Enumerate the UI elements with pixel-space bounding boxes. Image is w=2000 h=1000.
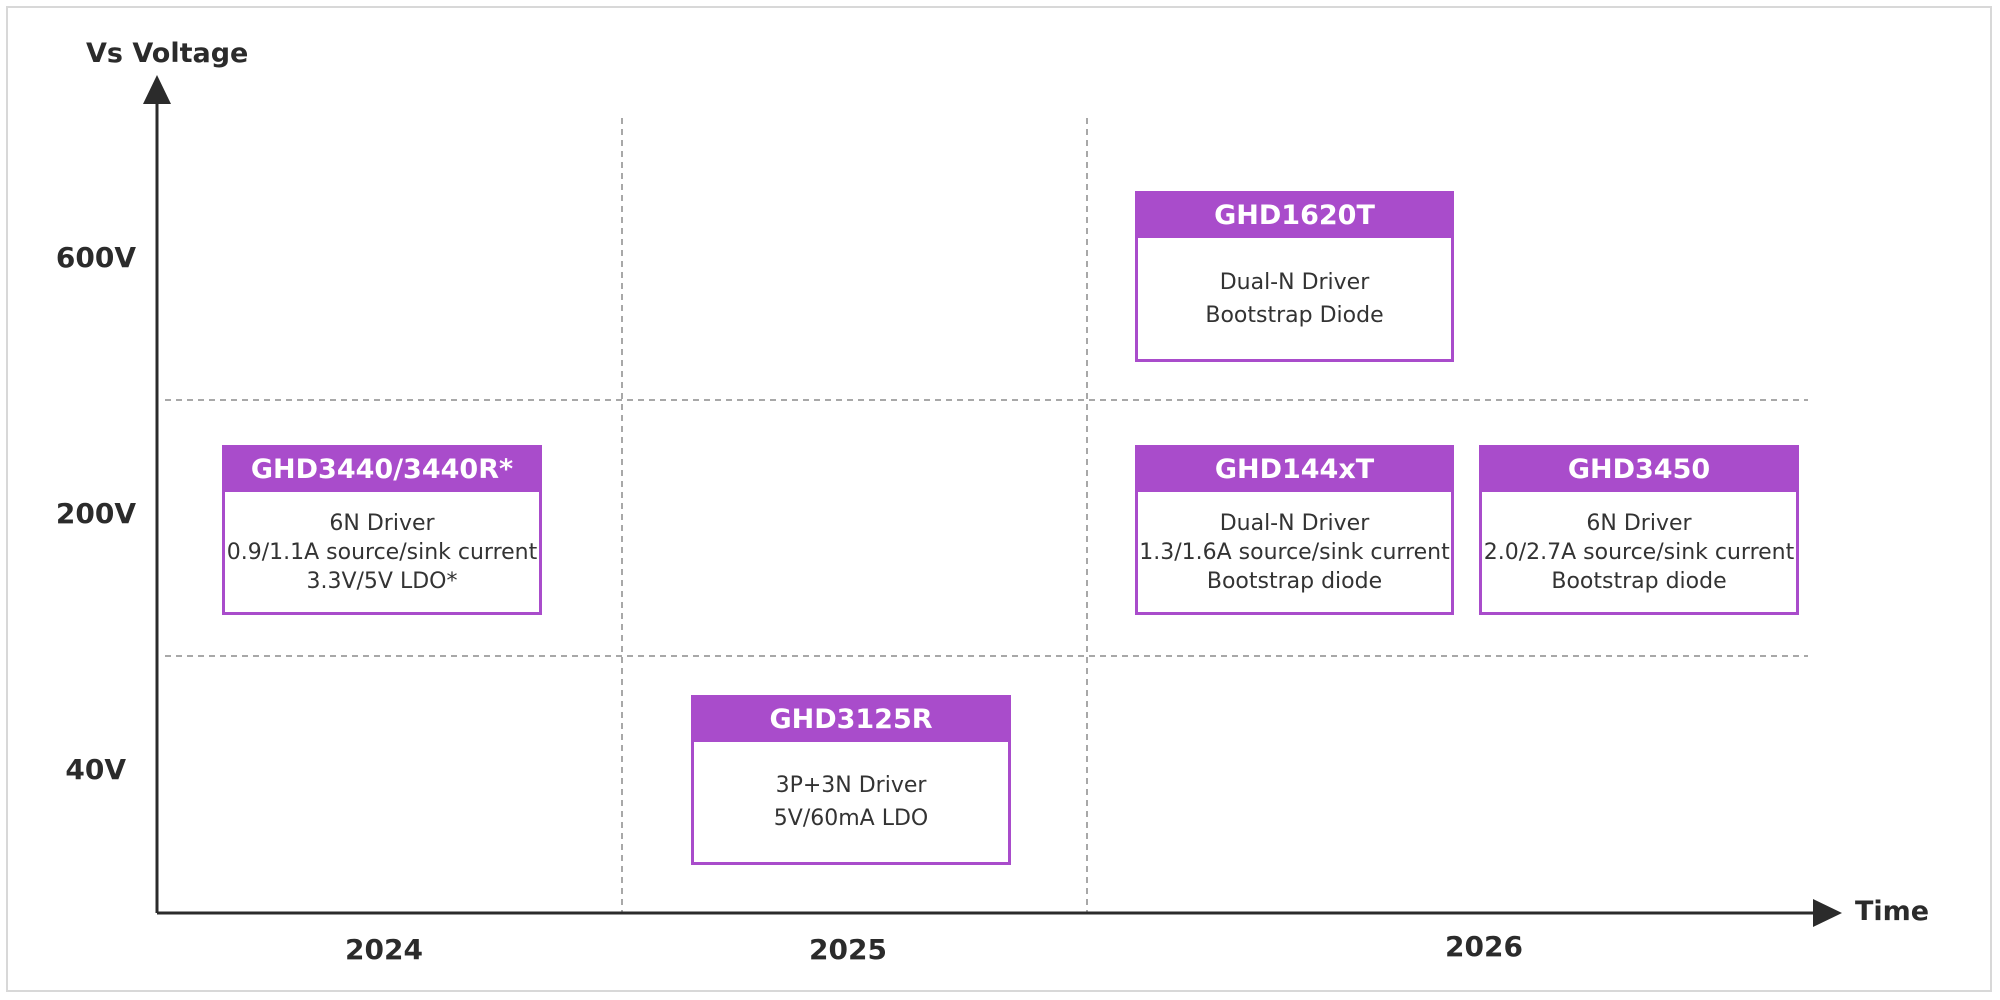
feature-line: Bootstrap diode	[1206, 568, 1383, 594]
product-name: GHD3125R	[694, 698, 1008, 742]
y-tick-200v: 200V	[55, 497, 136, 530]
x-axis-title: Time	[1855, 896, 1930, 927]
feature-line: Bootstrap diode	[1551, 568, 1727, 594]
product-features: 6N Driver 0.9/1.1A source/sink current 3…	[225, 492, 539, 612]
feature-line: Dual-N Driver	[1219, 269, 1370, 295]
feature-line: 0.9/1.1A source/sink current	[226, 539, 538, 565]
product-name: GHD144xT	[1138, 448, 1451, 492]
product-features: 6N Driver 2.0/2.7A source/sink current B…	[1482, 492, 1796, 612]
feature-line: 3.3V/5V LDO*	[306, 568, 458, 594]
product-card-ghd3440: GHD3440/3440R* 6N Driver 0.9/1.1A source…	[222, 445, 542, 615]
product-card-ghd1620t: GHD1620T Dual-N Driver Bootstrap Diode	[1135, 191, 1454, 362]
product-features: Dual-N Driver 1.3/1.6A source/sink curre…	[1138, 492, 1451, 612]
y-axis-arrow-icon	[143, 75, 171, 104]
product-name: GHD1620T	[1138, 194, 1451, 238]
feature-line: 6N Driver	[329, 510, 435, 536]
product-features: 3P+3N Driver 5V/60mA LDO	[694, 742, 1008, 862]
feature-line: 3P+3N Driver	[775, 773, 927, 798]
product-card-ghd144xt: GHD144xT Dual-N Driver 1.3/1.6A source/s…	[1135, 445, 1454, 615]
feature-line: 2.0/2.7A source/sink current	[1483, 539, 1795, 565]
x-tick-2026: 2026	[1445, 930, 1523, 963]
feature-line: 1.3/1.6A source/sink current	[1139, 539, 1450, 565]
y-tick-40v: 40V	[65, 753, 126, 786]
feature-line: Dual-N Driver	[1219, 510, 1370, 536]
feature-line: 5V/60mA LDO	[773, 806, 929, 831]
feature-line: Bootstrap Diode	[1205, 302, 1384, 328]
product-card-ghd3450: GHD3450 6N Driver 2.0/2.7A source/sink c…	[1479, 445, 1799, 615]
x-axis-arrow-icon	[1813, 899, 1842, 927]
product-features: Dual-N Driver Bootstrap Diode	[1138, 238, 1451, 359]
product-name: GHD3450	[1482, 448, 1796, 492]
product-card-ghd3125r: GHD3125R 3P+3N Driver 5V/60mA LDO	[691, 695, 1011, 865]
diagram-frame	[6, 6, 1992, 992]
product-name: GHD3440/3440R*	[225, 448, 539, 492]
y-tick-600v: 600V	[55, 241, 136, 274]
x-tick-2024: 2024	[345, 933, 423, 966]
feature-line: 6N Driver	[1586, 510, 1692, 536]
y-axis-title: Vs Voltage	[86, 38, 249, 69]
x-tick-2025: 2025	[809, 933, 887, 966]
